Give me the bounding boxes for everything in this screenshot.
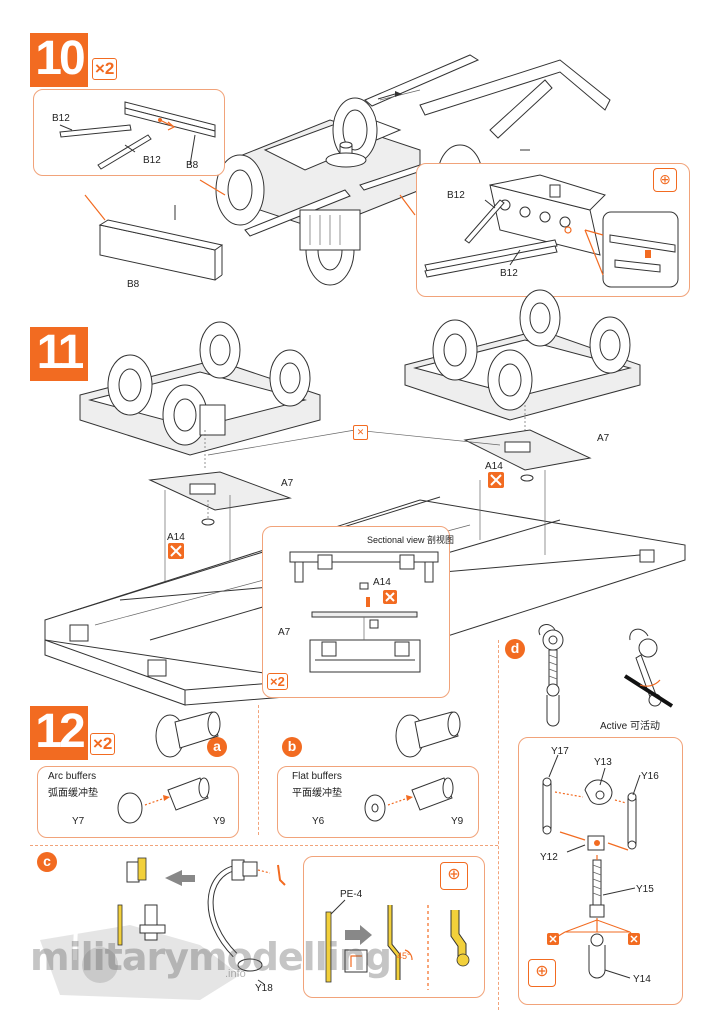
part-label-y18: Y18 bbox=[255, 983, 273, 994]
label-b8-bottom: B8 bbox=[127, 279, 140, 290]
part-label-y17: Y17 bbox=[551, 746, 569, 757]
label-b12-top: B12 bbox=[52, 113, 70, 124]
label-a14-section: A14 bbox=[373, 577, 391, 588]
divider-vertical-bd bbox=[498, 640, 499, 1010]
part-label-y14: Y14 bbox=[633, 974, 651, 985]
step-10-number: 10 bbox=[30, 33, 88, 87]
label-a7-left: A7 bbox=[281, 478, 294, 489]
label-a7-section: A7 bbox=[278, 627, 291, 638]
zoom-in-icon[interactable]: ⊕ bbox=[528, 959, 556, 987]
part-label-y16: Y16 bbox=[641, 771, 659, 782]
part-label-y7: Y7 bbox=[72, 816, 85, 827]
label-b12-detail-2: B12 bbox=[500, 268, 518, 279]
part-label-y12: Y12 bbox=[540, 852, 558, 863]
divider-horizontal bbox=[30, 845, 498, 846]
part-label-y6: Y6 bbox=[312, 816, 325, 827]
glue-marker-icon: ✕ bbox=[353, 425, 368, 440]
arc-buffer-title-en: Arc buffers bbox=[48, 771, 97, 782]
step-10-detail-right-drawing bbox=[424, 174, 679, 288]
watermark: militarymodelling bbox=[30, 935, 392, 979]
label-a7-right: A7 bbox=[597, 433, 610, 444]
multiplier-badge: ×2 bbox=[267, 673, 288, 690]
part-label-y13: Y13 bbox=[594, 757, 612, 768]
part-label-y15: Y15 bbox=[636, 884, 654, 895]
step-12-multiplier: ×2 bbox=[90, 733, 116, 755]
label-b12-detail-1: B12 bbox=[447, 190, 465, 201]
step-11-number: 11 bbox=[30, 327, 88, 381]
sub-step-d-badge: d bbox=[505, 639, 525, 659]
flat-buffer-title-en: Flat buffers bbox=[292, 771, 342, 782]
divider-vertical-ab bbox=[258, 705, 259, 835]
step-12-number: 12 bbox=[30, 706, 88, 760]
watermark-sub: .info bbox=[225, 968, 246, 980]
label-a14-right: A14 bbox=[485, 461, 503, 472]
sectional-view-title: Sectional view 剖视图 bbox=[367, 535, 455, 545]
zoom-in-icon[interactable]: ⊕ bbox=[653, 168, 677, 192]
sub-step-c-badge: c bbox=[37, 852, 57, 872]
label-a14-left: A14 bbox=[167, 532, 185, 543]
flat-buffer-title-cn: 平面缓冲垫 bbox=[292, 788, 342, 799]
sectional-view-drawing bbox=[289, 551, 439, 673]
label-b8-top: B8 bbox=[186, 160, 199, 171]
arc-buffer-title-cn: 弧面缓冲垫 bbox=[48, 788, 98, 799]
part-label-y9-a: Y9 bbox=[213, 816, 226, 827]
step-10-multiplier: ×2 bbox=[92, 58, 118, 80]
step-10-detail-left-drawing bbox=[59, 101, 216, 170]
zoom-in-icon[interactable]: ⊕ bbox=[440, 862, 468, 890]
bend-angle-label: 45° bbox=[397, 951, 411, 961]
step-10-bogie-drawing bbox=[84, 54, 611, 286]
label-b12-mid: B12 bbox=[143, 155, 161, 166]
pe-part-label: PE-4 bbox=[340, 889, 363, 900]
sub-step-a-badge: a bbox=[207, 737, 227, 757]
sub-step-b-badge: b bbox=[282, 737, 302, 757]
section-multiplier: ×2 bbox=[267, 673, 288, 690]
multiplier-badge: ×2 bbox=[92, 58, 118, 80]
cement-icons bbox=[168, 472, 504, 559]
active-label: Active 可活动 bbox=[600, 721, 661, 732]
multiplier-badge: ×2 bbox=[90, 733, 116, 755]
part-label-y9-b: Y9 bbox=[451, 816, 464, 827]
